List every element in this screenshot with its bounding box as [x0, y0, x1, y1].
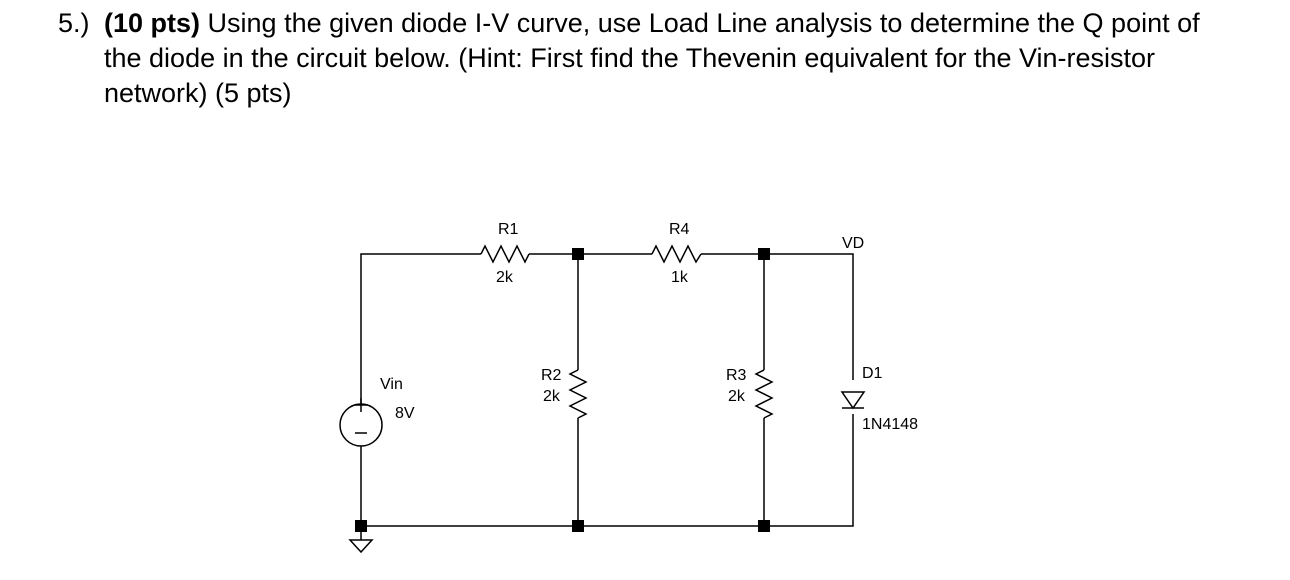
resistor-r4 — [651, 244, 702, 264]
wire-top-right — [701, 253, 854, 380]
r4-label: R4 — [669, 221, 690, 238]
wire-bottom — [360, 414, 854, 527]
junction-node — [758, 520, 770, 532]
r1-value: 2k — [496, 269, 514, 286]
question-number: 5.) — [58, 8, 90, 38]
resistor-r2 — [568, 369, 588, 419]
plus-sign-icon — [354, 398, 368, 412]
junction-node — [758, 248, 770, 260]
resistor-r1 — [480, 244, 530, 264]
question-prompt: Using the given diode I-V curve, use Loa… — [104, 8, 1200, 108]
r1-label: R1 — [498, 221, 519, 238]
junction-node — [572, 520, 584, 532]
ground-icon — [348, 539, 374, 554]
r4-value: 1k — [671, 269, 689, 286]
d1-label: D1 — [862, 365, 883, 382]
question-body: (10 pts) Using the given diode I-V curve… — [104, 6, 1244, 111]
wire-top-left — [360, 253, 481, 404]
diode-d1-symbol — [840, 391, 866, 410]
vd-label: VD — [842, 235, 864, 252]
r2-value: 2k — [543, 388, 561, 405]
vin-value: 8V — [395, 405, 415, 422]
junction-node — [355, 520, 367, 532]
vin-label: Vin — [380, 376, 403, 393]
r2-label: R2 — [541, 367, 562, 384]
junction-node — [572, 248, 584, 260]
resistor-r3 — [754, 369, 774, 419]
r3-value: 2k — [728, 388, 746, 405]
question-points: (10 pts) — [104, 8, 201, 38]
r3-label: R3 — [726, 367, 747, 384]
junction-dots — [355, 248, 770, 532]
d1-model: 1N4148 — [862, 416, 918, 433]
